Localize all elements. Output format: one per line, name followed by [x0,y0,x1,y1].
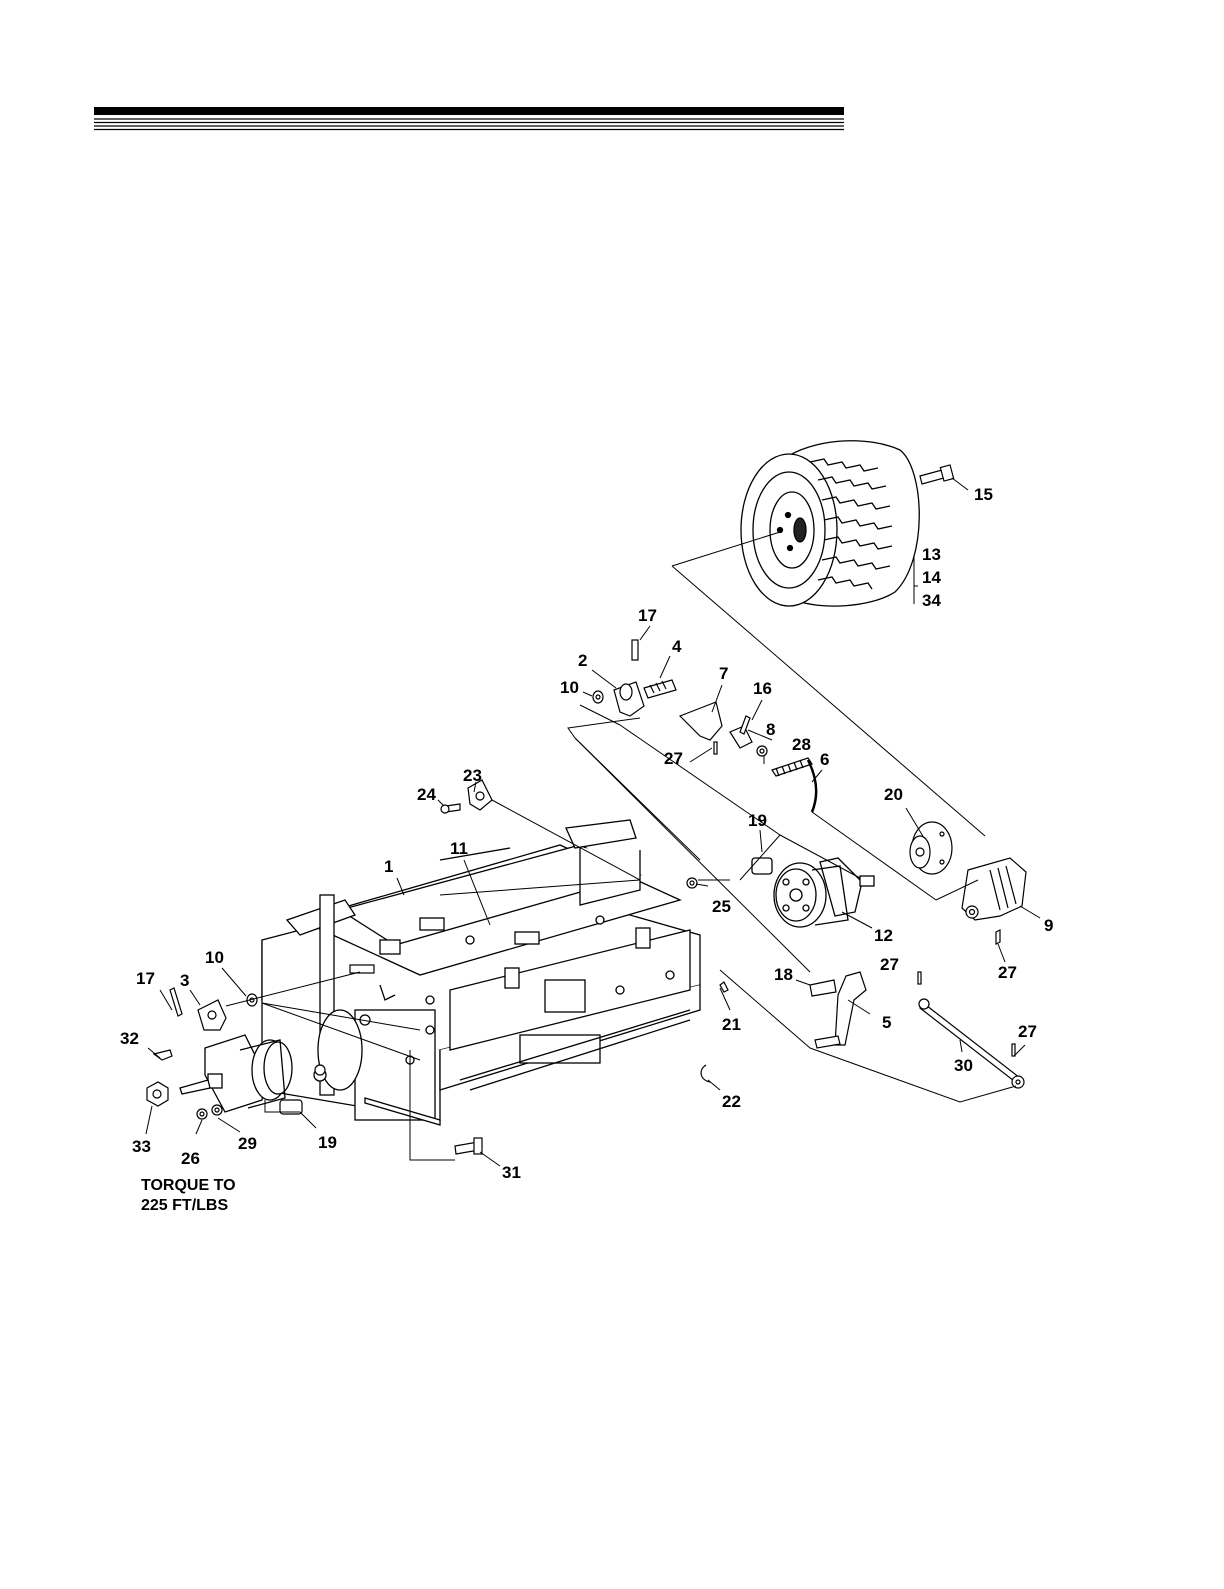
callout-23: 23 [463,766,482,785]
callout-28: 28 [792,735,811,754]
callout-24: 24 [417,785,436,804]
callout-29: 29 [238,1134,257,1153]
pedal-linkage [701,972,1024,1088]
callout-15: 15 [974,485,993,504]
callout-10-upper: 10 [560,678,579,697]
callout-25: 25 [712,897,731,916]
callout-8: 8 [766,720,775,739]
brake-assembly [962,858,1026,944]
callout-18: 18 [774,965,793,984]
callout-14: 14 [922,568,941,587]
torque-note: TORQUE TO 225 FT/LBS [141,1176,236,1216]
callout-21: 21 [722,1015,741,1034]
callout-27-middle: 27 [880,955,899,974]
callout-10-lower: 10 [205,948,224,967]
callout-4: 4 [672,637,682,656]
callout-19-lower: 19 [318,1133,337,1152]
callout-27-bottom: 27 [1018,1022,1037,1041]
callout-16: 16 [753,679,772,698]
chassis-frame [262,820,700,1125]
callout-11: 11 [450,839,468,858]
callout-17-lower: 17 [136,969,155,988]
callout-13: 13 [922,545,941,564]
callout-1: 1 [384,857,393,876]
left-wheel-motor [180,1035,292,1112]
callout-26: 26 [181,1149,200,1168]
callout-3: 3 [180,971,189,990]
callout-22: 22 [722,1092,741,1111]
callout-33: 33 [132,1137,151,1156]
callout-32: 32 [120,1029,139,1048]
callout-9: 9 [1044,916,1053,935]
callout-17-upper: 17 [638,606,657,625]
callout-20: 20 [884,785,903,804]
callout-34: 34 [922,591,941,610]
header-rule [94,107,844,130]
callout-2: 2 [578,651,587,670]
right-wheel-motor [752,858,874,927]
tire-wheel-assembly [741,441,919,606]
callout-27-right: 27 [998,963,1017,982]
wheel-hub [910,822,952,874]
callout-7: 7 [719,664,728,683]
callout-27-top: 27 [664,749,683,768]
callout-6: 6 [820,750,829,769]
torque-note-line-1: TORQUE TO [141,1176,236,1196]
callout-12: 12 [874,926,893,945]
callout-19-upper: 19 [748,811,767,830]
torque-note-line-2: 225 FT/LBS [141,1196,236,1216]
brake-linkage [593,640,816,812]
callout-31: 31 [502,1163,521,1182]
callout-30: 30 [954,1056,973,1075]
callout-5: 5 [882,1013,891,1032]
wheel-bolt [920,465,954,484]
